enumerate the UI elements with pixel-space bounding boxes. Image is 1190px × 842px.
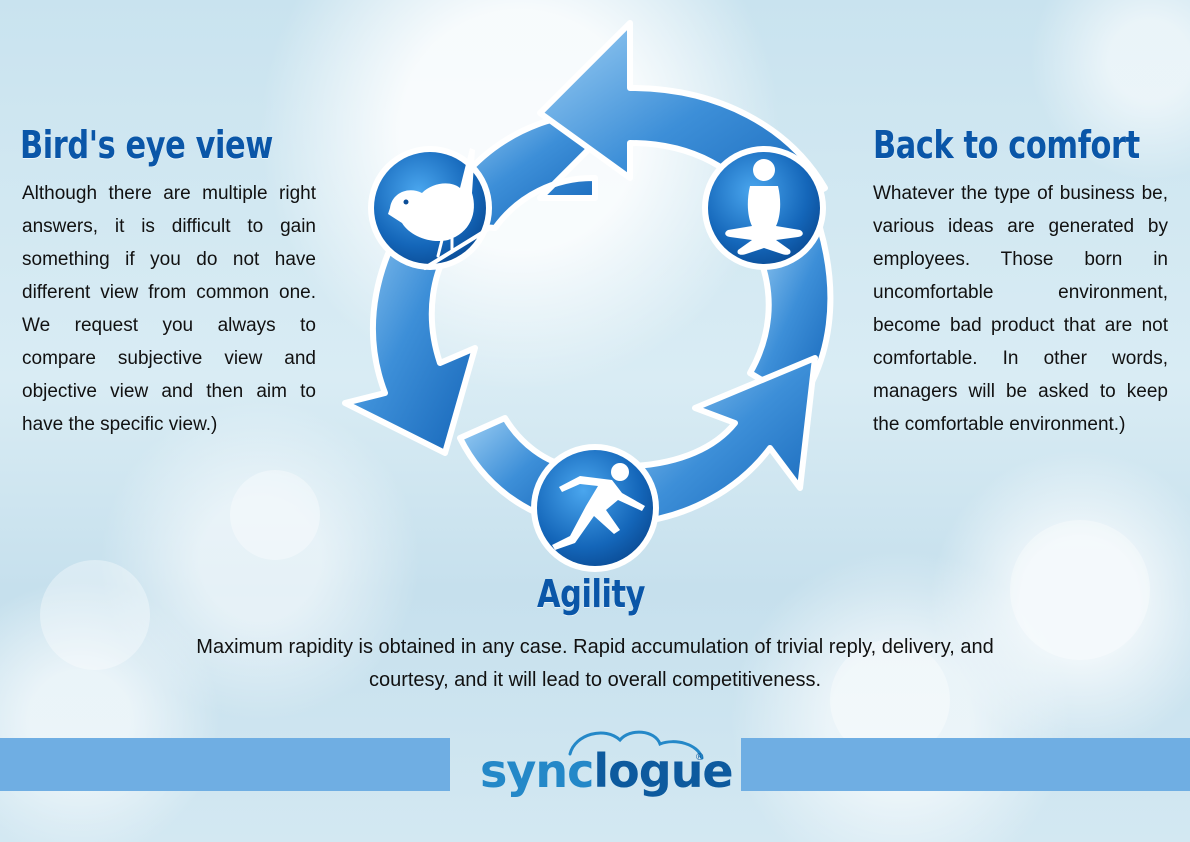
meditation-icon xyxy=(702,146,826,270)
cloud-icon xyxy=(568,730,704,760)
logo-wordmark-sync: sync xyxy=(480,744,594,798)
logo-wordmark: synclogue xyxy=(480,744,734,798)
footer-band-left xyxy=(0,738,450,791)
bokeh-bubble xyxy=(1010,520,1150,660)
section-title-birds-eye-view: Bird's eye view xyxy=(20,123,273,167)
runner-icon xyxy=(531,444,659,572)
section-body-agility: Maximum rapidity is obtained in any case… xyxy=(196,636,994,691)
section-body-back-to-comfort: Whatever the type of business be, variou… xyxy=(873,183,1168,435)
section-title-agility: Agility xyxy=(537,572,646,616)
registered-mark: ® xyxy=(696,752,704,763)
bokeh-bubble xyxy=(230,470,320,560)
section-body-birds-eye-view: Although there are multiple right answer… xyxy=(22,183,316,435)
logo-wordmark-logue: logue xyxy=(593,744,733,798)
synclogue-logo: synclogue ® xyxy=(470,722,734,812)
cycle-diagram xyxy=(342,20,834,572)
footer-band-right xyxy=(741,738,1190,791)
section-title-back-to-comfort: Back to comfort xyxy=(873,123,1140,167)
bird-icon xyxy=(368,146,492,270)
cycle-arrow-right xyxy=(627,225,834,526)
bokeh-bubble xyxy=(40,560,150,670)
